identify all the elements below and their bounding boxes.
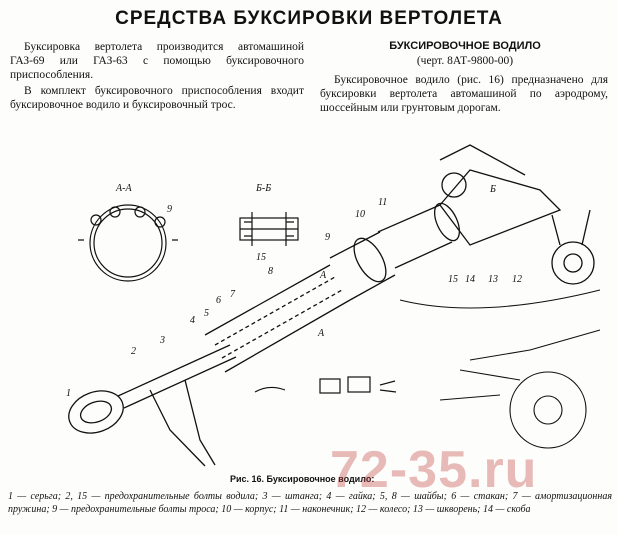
callout-13: 13 xyxy=(488,274,498,285)
callout-labels: 1 2 3 4 5 6 7 8 9 10 11 12 13 14 15 А А … xyxy=(66,184,522,399)
callout-1: 1 xyxy=(66,388,71,399)
callout-6: 6 xyxy=(216,295,221,306)
section-mark-a: А xyxy=(317,328,325,339)
helicopter-landing-gear xyxy=(399,289,601,449)
section-aa-label: А-А xyxy=(115,183,132,194)
callout-5: 5 xyxy=(204,308,209,319)
intro-paragraph-2: В комплект буксировочного приспособления… xyxy=(10,85,304,111)
callout-9: 9 xyxy=(325,232,330,243)
callout-15: 15 xyxy=(448,274,458,285)
section-mark-b: Б xyxy=(489,184,496,195)
callout-2: 2 xyxy=(131,346,136,357)
callout-14: 14 xyxy=(465,274,475,285)
callout-12: 12 xyxy=(512,274,522,285)
callout-9-aa: 9 xyxy=(167,204,172,215)
page-title: СРЕДСТВА БУКСИРОВКИ ВЕРТОЛЕТА xyxy=(115,8,503,29)
callout-8: 8 xyxy=(268,266,273,277)
watermark-text: 72-35.ru xyxy=(330,441,538,499)
section-aa-drawing xyxy=(78,204,178,282)
section-bb-drawing xyxy=(239,212,299,246)
callout-11: 11 xyxy=(378,197,387,208)
callout-7: 7 xyxy=(230,289,236,300)
section-mark-a-top: А xyxy=(319,270,327,281)
tow-bar-body xyxy=(68,144,595,467)
drawing-number: (черт. 8АТ-9800-00) xyxy=(416,55,514,67)
callout-15-bb: 15 xyxy=(256,252,266,263)
section-bb-label: Б-Б xyxy=(255,183,271,194)
section-heading: БУКСИРОВОЧНОЕ ВОДИЛО xyxy=(389,40,541,52)
section-paragraph: Буксировочное водило (рис. 16) предназна… xyxy=(320,74,608,114)
callout-3: 3 xyxy=(159,335,165,346)
figure-caption-title: Рис. 16. Буксировочное водило: xyxy=(230,474,375,484)
figure-legend: 1 — серьга; 2, 15 — предохранительные бо… xyxy=(8,491,612,515)
callout-4: 4 xyxy=(190,315,195,326)
exploded-parts xyxy=(254,376,397,394)
callout-10: 10 xyxy=(355,209,365,220)
intro-paragraph-1: Буксировка вертолета производится автома… xyxy=(10,41,304,81)
